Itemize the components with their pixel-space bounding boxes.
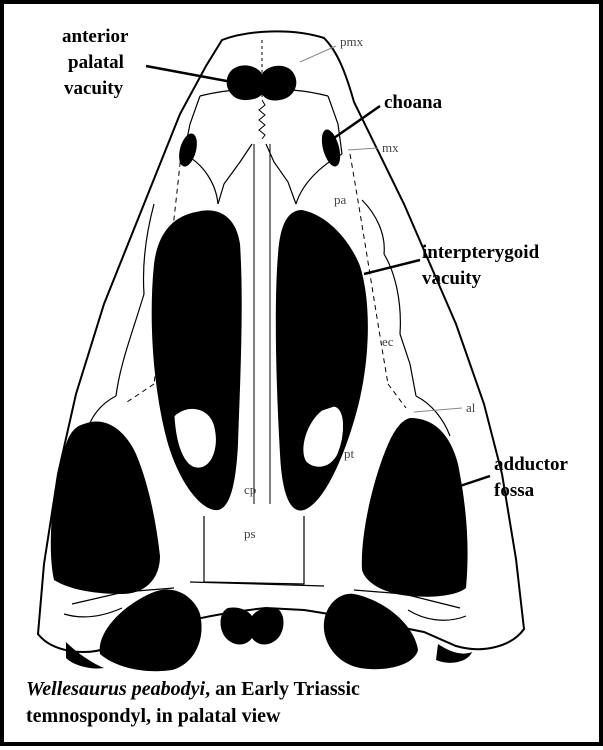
label-choana: choana bbox=[384, 92, 443, 113]
skull-diagram: anterior palatal vacuity choana interpte… bbox=[4, 4, 603, 750]
label-al: al bbox=[466, 400, 476, 415]
figure-caption: Wellesaurus peabodyi, an Early Triassic … bbox=[26, 676, 586, 730]
label-interpterygoid-vacuity: interpterygoid vacuity bbox=[422, 242, 544, 289]
label-pa: pa bbox=[334, 192, 347, 207]
caption-species: Wellesaurus peabodyi bbox=[26, 678, 205, 700]
caption-line-2: temnospondyl, in palatal view bbox=[26, 703, 586, 730]
label-mx: mx bbox=[382, 140, 399, 155]
caption-line-1: Wellesaurus peabodyi, an Early Triassic bbox=[26, 676, 586, 703]
label-pmx: pmx bbox=[340, 34, 364, 49]
label-ec: ec bbox=[382, 334, 394, 349]
label-ps: ps bbox=[244, 526, 256, 541]
label-anterior-palatal-vacuity: anterior palatal vacuity bbox=[62, 26, 133, 99]
condyles bbox=[221, 607, 284, 644]
label-cp: cp bbox=[244, 482, 256, 497]
caption-descriptor: , an Early Triassic bbox=[205, 678, 360, 700]
label-adductor-fossa: adductor fossa bbox=[494, 454, 572, 501]
label-pt: pt bbox=[344, 446, 355, 461]
